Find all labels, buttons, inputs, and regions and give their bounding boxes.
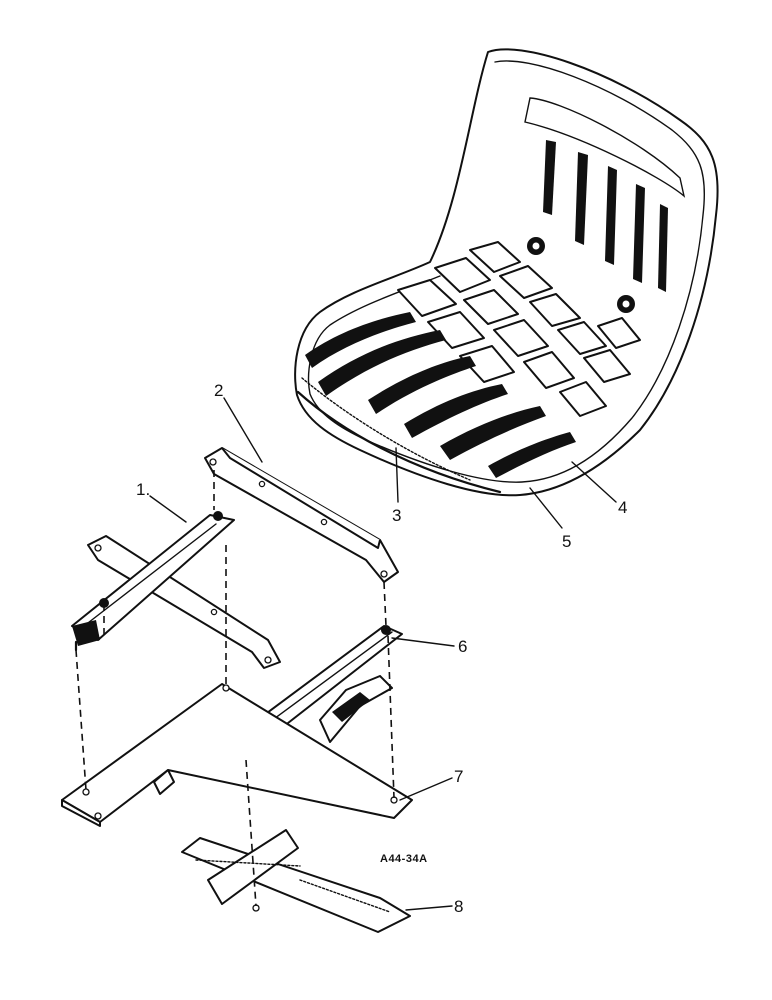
bracket-1	[87, 535, 281, 669]
callout-5: 5	[562, 532, 571, 551]
callout-3: 3	[392, 506, 401, 525]
slide-rail-1	[71, 511, 235, 652]
mount-bracket-8	[181, 829, 411, 933]
callout-4: 4	[618, 498, 627, 517]
backrest-slots	[543, 140, 668, 292]
callout-2: 2	[214, 381, 223, 400]
leader-lines	[149, 397, 617, 911]
callout-6: 6	[458, 637, 467, 656]
base-plate-7	[61, 683, 413, 827]
callout-7: 7	[454, 767, 463, 786]
assembly-lines	[75, 470, 395, 907]
seat-cushion-blocks	[397, 241, 641, 417]
callout-8: 8	[454, 897, 463, 916]
seat-pan	[294, 48, 719, 497]
callout-1: 1.	[136, 480, 150, 499]
bracket-2	[204, 447, 399, 583]
drawing-code: A44-34A	[380, 853, 428, 865]
seat-grooves	[305, 312, 576, 478]
